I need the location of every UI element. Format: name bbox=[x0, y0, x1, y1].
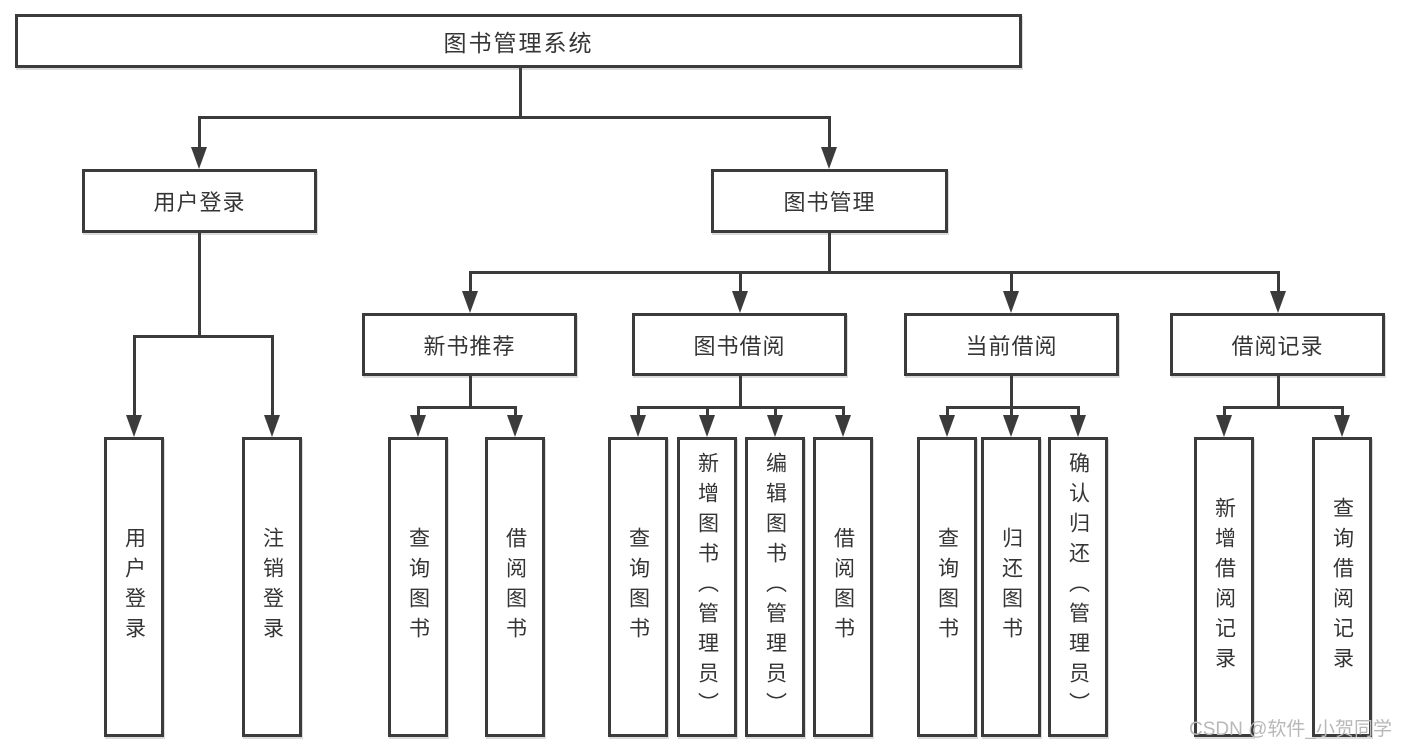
connector-vline bbox=[1277, 272, 1280, 293]
arrow-down-icon bbox=[630, 415, 646, 437]
connector-vline bbox=[1010, 407, 1013, 416]
connector-vline bbox=[739, 376, 742, 408]
connector-vline bbox=[637, 407, 640, 416]
arrow-down-icon bbox=[835, 415, 851, 437]
connector-vline bbox=[1010, 272, 1013, 293]
connector-hline bbox=[637, 406, 845, 409]
connector-vline bbox=[514, 407, 517, 416]
arrow-down-icon bbox=[462, 291, 478, 313]
arrow-down-icon bbox=[1334, 415, 1350, 437]
leaf-query-books-recommend: 查询图书 bbox=[388, 437, 448, 737]
leaf-edit-book-admin: 编辑图书（管理员） bbox=[745, 437, 805, 737]
connector-vline bbox=[946, 407, 949, 416]
arrow-down-icon bbox=[126, 415, 142, 437]
node-library-management-system: 图书管理系统 bbox=[15, 14, 1022, 68]
arrow-down-icon bbox=[767, 415, 783, 437]
connector-vline bbox=[842, 407, 845, 416]
connector-hline bbox=[198, 116, 831, 119]
arrow-down-icon bbox=[1216, 415, 1232, 437]
connector-vline bbox=[198, 233, 201, 337]
connector-vline bbox=[1010, 376, 1013, 408]
leaf-borrow-books-borrowing: 借阅图书 bbox=[813, 437, 873, 737]
connector-vline bbox=[1077, 407, 1080, 416]
leaf-label: 查询图书 bbox=[935, 527, 959, 647]
leaf-label: 注销登录 bbox=[260, 527, 284, 647]
node-label: 图书借阅 bbox=[693, 333, 786, 359]
leaf-label: 编辑图书（管理员） bbox=[763, 452, 787, 722]
arrow-down-icon bbox=[699, 415, 715, 437]
node-book-management: 图书管理 bbox=[711, 169, 948, 233]
arrow-down-icon bbox=[410, 415, 426, 437]
arrow-down-icon bbox=[939, 415, 955, 437]
connector-hline bbox=[133, 335, 274, 338]
arrow-down-icon bbox=[191, 147, 207, 169]
connector-vline bbox=[1223, 407, 1226, 416]
node-label: 图书管理 bbox=[783, 190, 876, 215]
leaf-query-borrow-record: 查询借阅记录 bbox=[1312, 437, 1372, 737]
arrow-down-icon bbox=[1003, 415, 1019, 437]
connector-vline bbox=[469, 376, 472, 408]
watermark: CSDN @软件_小贺同学 bbox=[1189, 719, 1392, 740]
connector-vline bbox=[739, 272, 742, 293]
leaf-label: 借阅图书 bbox=[831, 527, 855, 647]
connector-vline bbox=[1277, 376, 1280, 408]
arrow-down-icon bbox=[821, 147, 837, 169]
connector-vline bbox=[706, 407, 709, 416]
connector-vline bbox=[774, 407, 777, 416]
arrow-down-icon bbox=[1070, 415, 1086, 437]
node-borrowing-records: 借阅记录 bbox=[1170, 313, 1385, 376]
arrow-down-icon bbox=[1270, 291, 1286, 313]
leaf-query-books-borrowing: 查询图书 bbox=[608, 437, 668, 737]
leaf-label: 新增借阅记录 bbox=[1212, 497, 1236, 677]
leaf-label: 查询图书 bbox=[626, 527, 650, 647]
connector-vline bbox=[1341, 407, 1344, 416]
connector-vline bbox=[198, 117, 201, 149]
node-new-book-recommendation: 新书推荐 bbox=[362, 313, 577, 376]
node-label: 图书管理系统 bbox=[443, 30, 594, 56]
arrow-down-icon bbox=[732, 291, 748, 313]
leaf-label: 新增图书（管理员） bbox=[695, 452, 719, 722]
leaf-label: 借阅图书 bbox=[503, 527, 527, 647]
connector-hline bbox=[946, 406, 1080, 409]
connector-vline bbox=[828, 117, 831, 149]
arrow-down-icon bbox=[507, 415, 523, 437]
leaf-borrow-books-recommend: 借阅图书 bbox=[485, 437, 545, 737]
leaf-label: 确认归还（管理员） bbox=[1066, 452, 1090, 722]
node-current-borrowing: 当前借阅 bbox=[904, 313, 1119, 376]
leaf-confirm-return-admin: 确认归还（管理员） bbox=[1048, 437, 1108, 737]
arrow-down-icon bbox=[264, 415, 280, 437]
leaf-label: 查询借阅记录 bbox=[1330, 497, 1354, 677]
connector-hline bbox=[417, 406, 517, 409]
connector-vline bbox=[417, 407, 420, 416]
connector-vline bbox=[133, 336, 136, 417]
connector-vline bbox=[469, 272, 472, 293]
node-label: 新书推荐 bbox=[423, 333, 516, 359]
leaf-add-book-admin: 新增图书（管理员） bbox=[677, 437, 737, 737]
connector-hline bbox=[1223, 406, 1344, 409]
connector-vline bbox=[519, 68, 522, 118]
node-label: 当前借阅 bbox=[965, 333, 1058, 359]
node-label: 借阅记录 bbox=[1231, 333, 1324, 359]
connector-hline bbox=[469, 271, 1280, 274]
node-book-borrowing: 图书借阅 bbox=[632, 313, 847, 376]
leaf-return-book: 归还图书 bbox=[981, 437, 1041, 737]
leaf-label: 归还图书 bbox=[999, 527, 1023, 647]
leaf-user-login: 用户登录 bbox=[104, 437, 164, 737]
leaf-logout: 注销登录 bbox=[242, 437, 302, 737]
connector-vline bbox=[271, 336, 274, 417]
leaf-query-books-current: 查询图书 bbox=[917, 437, 977, 737]
leaf-label: 查询图书 bbox=[406, 527, 430, 647]
leaf-add-borrow-record: 新增借阅记录 bbox=[1194, 437, 1254, 737]
arrow-down-icon bbox=[1003, 291, 1019, 313]
node-label: 用户登录 bbox=[153, 190, 246, 215]
connector-vline bbox=[828, 233, 831, 273]
node-user-login: 用户登录 bbox=[82, 169, 317, 233]
leaf-label: 用户登录 bbox=[122, 527, 146, 647]
